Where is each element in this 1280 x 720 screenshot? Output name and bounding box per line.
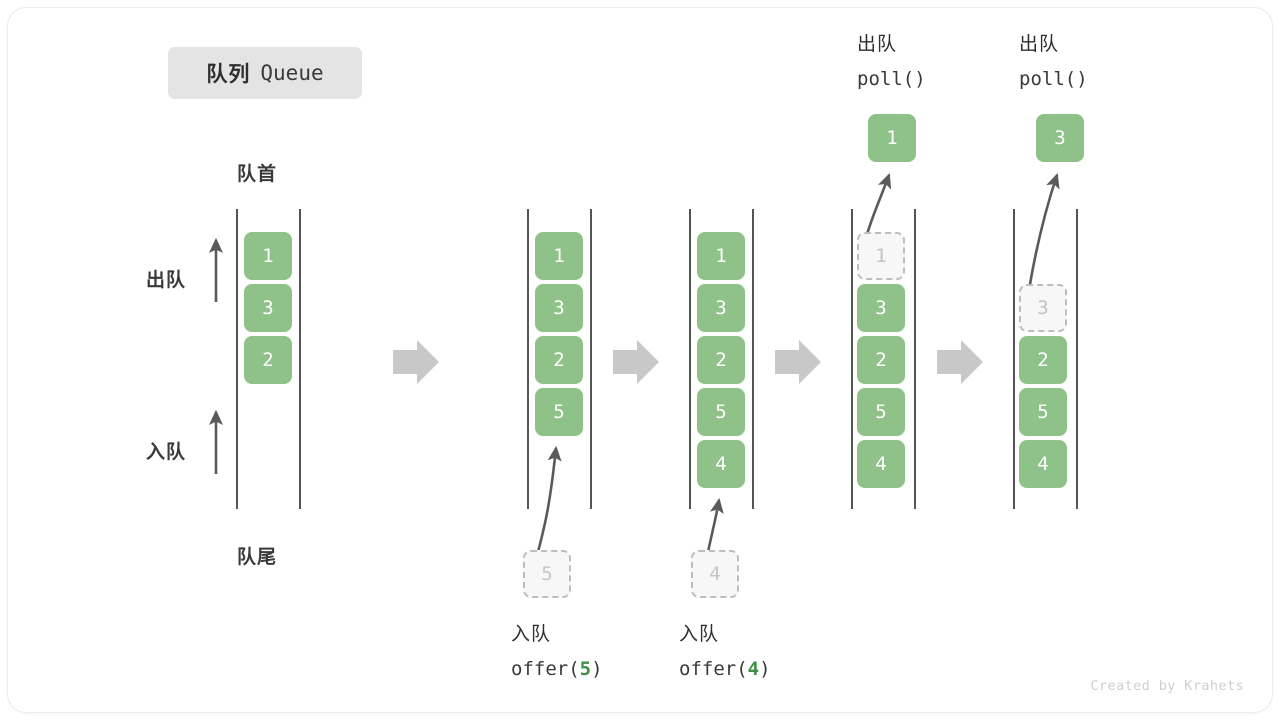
queue-cell-new[interactable]: 5 — [535, 388, 583, 436]
queue-cell[interactable]: 5 — [857, 388, 905, 436]
poll-3-caption: 出队 poll() — [1019, 28, 1088, 96]
queue-head-label: 队首 — [237, 164, 278, 185]
poll-3-caption-cn: 出队 — [1019, 34, 1060, 55]
rail-left — [236, 209, 238, 509]
enqueue-direction-label: 入队 — [146, 442, 187, 463]
title-chinese: 队列 — [206, 63, 251, 86]
rail-right — [914, 209, 916, 509]
rail-left — [689, 209, 691, 509]
offer-5-code-suffix: ) — [591, 658, 603, 680]
queue-cell-removed[interactable]: 1 — [857, 232, 905, 280]
queue-cell-removed[interactable]: 3 — [1019, 284, 1067, 332]
offer-5-code-arg: 5 — [579, 658, 592, 680]
rail-left — [851, 209, 853, 509]
offer-5-caption-code: offer(5) — [511, 652, 603, 686]
queue-cell[interactable]: 5 — [697, 388, 745, 436]
offer-5-code-prefix: offer( — [511, 658, 580, 680]
offer-4-code-prefix: offer( — [679, 658, 748, 680]
queue-cell[interactable]: 2 — [697, 336, 745, 384]
offer-4-caption: 入队 offer(4) — [679, 618, 771, 686]
pending-element[interactable]: 5 — [523, 550, 571, 598]
queue-cell[interactable]: 1 — [697, 232, 745, 280]
queue-cell[interactable]: 2 — [244, 336, 292, 384]
queue-cell[interactable]: 1 — [535, 232, 583, 280]
queue-cell[interactable]: 2 — [535, 336, 583, 384]
rail-right — [590, 209, 592, 509]
offer-4-caption-cn: 入队 — [679, 624, 720, 645]
title-english: Queue — [260, 61, 324, 85]
poll-1-caption: 出队 poll() — [857, 28, 926, 96]
queue-cell[interactable]: 3 — [535, 284, 583, 332]
poll-1-caption-code: poll() — [857, 68, 926, 90]
queue-cell[interactable]: 2 — [1019, 336, 1067, 384]
offer-4-caption-code: offer(4) — [679, 652, 771, 686]
pending-element[interactable]: 4 — [691, 550, 739, 598]
queue-cell[interactable]: 2 — [857, 336, 905, 384]
rail-right — [752, 209, 754, 509]
rail-right — [1076, 209, 1078, 509]
diagram-card — [8, 8, 1272, 712]
poll-3-caption-code: poll() — [1019, 68, 1088, 90]
queue-cell[interactable]: 3 — [244, 284, 292, 332]
rail-left — [1013, 209, 1015, 509]
queue-cell[interactable]: 3 — [697, 284, 745, 332]
watermark: Created by Krahets — [1090, 678, 1244, 694]
offer-4-code-suffix: ) — [759, 658, 771, 680]
dequeue-direction-label: 出队 — [146, 270, 187, 291]
offer-5-caption-cn: 入队 — [511, 624, 552, 645]
queue-cell[interactable]: 5 — [1019, 388, 1067, 436]
queue-cell[interactable]: 4 — [1019, 440, 1067, 488]
queue-tail-label: 队尾 — [237, 547, 278, 568]
popped-element[interactable]: 1 — [868, 114, 916, 162]
rail-right — [299, 209, 301, 509]
rail-left — [527, 209, 529, 509]
diagram-title-chip: 队列 Queue — [168, 47, 362, 99]
queue-cell[interactable]: 4 — [857, 440, 905, 488]
poll-1-caption-cn: 出队 — [857, 34, 898, 55]
queue-cell[interactable]: 1 — [244, 232, 292, 280]
queue-cell[interactable]: 3 — [857, 284, 905, 332]
queue-cell-new[interactable]: 4 — [697, 440, 745, 488]
offer-5-caption: 入队 offer(5) — [511, 618, 603, 686]
popped-element[interactable]: 3 — [1036, 114, 1084, 162]
offer-4-code-arg: 4 — [747, 658, 760, 680]
